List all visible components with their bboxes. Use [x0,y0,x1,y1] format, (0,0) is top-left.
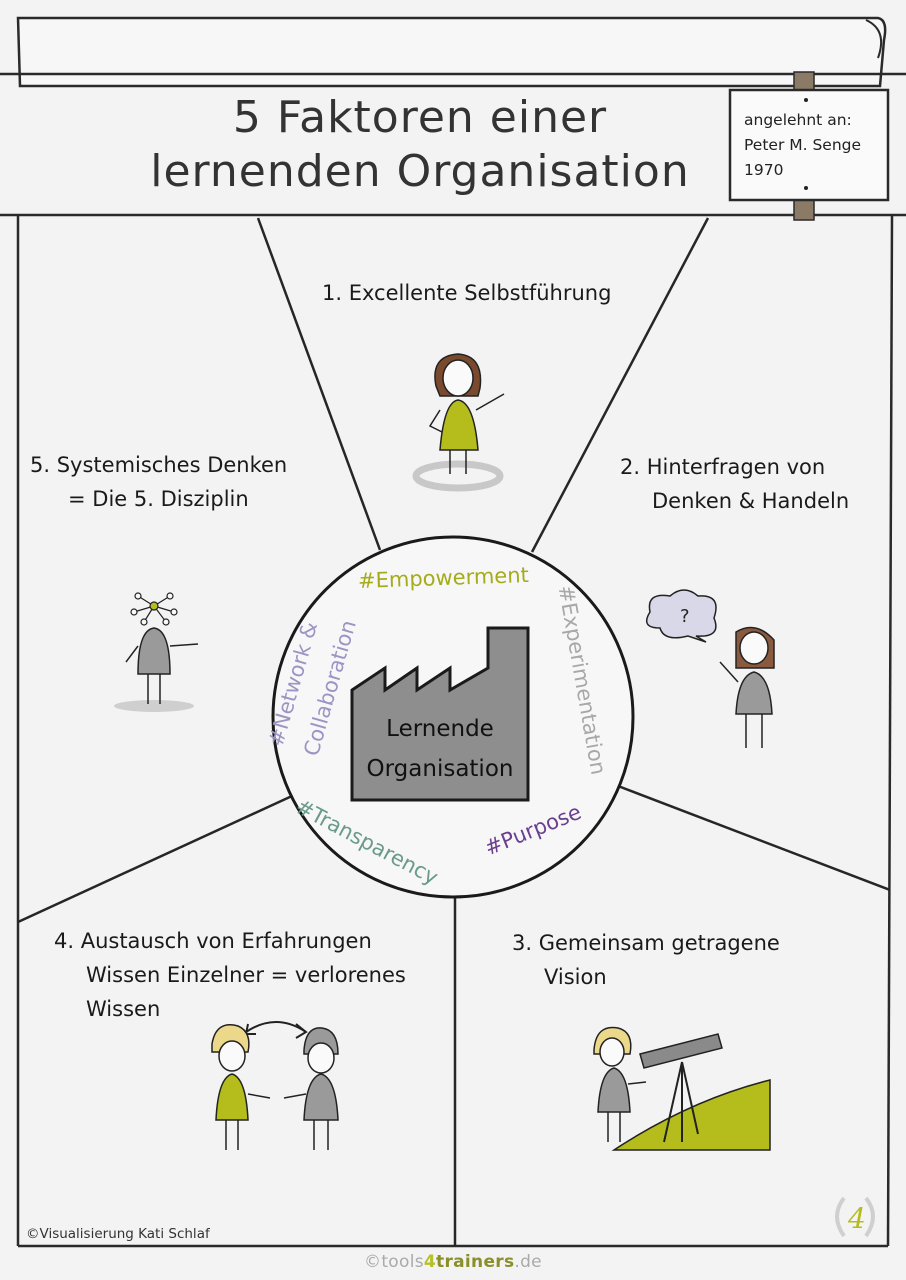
arm [283,1093,307,1099]
section-4-label-line-3: Wissen [86,997,161,1021]
title-line-2: lernenden Organisation [150,146,690,197]
arm [125,645,139,663]
divider-2 [530,217,710,553]
question-mark: ? [680,606,690,627]
dress [439,399,479,451]
factory-icon [350,626,530,802]
divider-1 [256,217,382,551]
tripod-leg [681,1061,699,1135]
factory-label-line-1: Lernende [386,716,494,742]
exchange-arrow-icon [245,1021,307,1033]
tools4trainers-logo: 4 [835,1196,875,1238]
footer-prefix: ©tools [364,1252,424,1272]
section-1-label: 1. Excellente Selbstführung [322,281,612,305]
body [303,1073,339,1121]
footer-num: 4 [423,1252,437,1272]
footer-brand: trainers [436,1252,515,1272]
shadow [114,700,194,712]
body [597,1067,631,1113]
arm [719,661,739,683]
section-5-label-line-2: = Die 5. Disziplin [68,487,249,511]
sign-nail [804,98,808,102]
sign-line-2: Peter M. Senge [744,136,862,154]
section-4-label-line-2: Wissen Einzelner = verlorenes [86,963,406,987]
footer-suffix: .de [514,1252,542,1272]
tripod-leg [663,1061,683,1143]
body [215,1073,249,1121]
sign-line-1: angelehnt an: [744,111,852,129]
arm [169,643,199,647]
factory-label-line-2: Organisation [366,756,514,782]
frame-right [886,214,894,1247]
network-icon [130,592,178,626]
figure-self-leadership [412,353,505,492]
section-4-label-line-1: 4. Austausch von Erfahrungen [54,929,372,953]
sign-nail [804,186,808,190]
section-5-label-line-1: 5. Systemisches Denken [30,453,288,477]
divider-5 [17,794,293,924]
face [442,359,474,397]
figure-questioning: ? [645,589,775,748]
divider-3 [617,784,891,892]
figure-systems [114,592,199,712]
logo-bracket-right [864,1196,875,1238]
arm [247,1093,271,1099]
face [218,1040,246,1072]
face [599,1037,625,1067]
body [137,627,171,675]
dress [735,671,773,715]
arm [428,409,443,433]
telescope-icon [639,1033,723,1069]
thought-bubble-icon [645,589,717,643]
credit-text: ©Visualisierung Kati Schlaf [26,1226,210,1242]
signpost-board [728,88,890,202]
figure-vision [593,1026,771,1151]
logo-digit: 4 [847,1202,866,1235]
ground-circle [412,460,504,492]
section-2-label-line-1: 2. Hinterfragen von [620,455,826,479]
arm [627,1081,647,1085]
hill [611,1079,771,1151]
title-banner [16,16,887,88]
arm [475,393,505,411]
section-3-label-line-1: 3. Gemeinsam getragene [512,931,780,955]
arrow-head [295,1023,308,1039]
section-3-label-line-2: Vision [544,965,607,989]
title-line-1: 5 Faktoren einer [232,92,608,143]
banner-curl [865,19,882,59]
footer-link[interactable]: ©tools4trainers.de [0,1252,906,1272]
logo-bracket-left [835,1196,846,1238]
figure-exchange [211,1021,339,1150]
face [739,631,769,665]
sign-line-3: 1970 [744,161,784,179]
section-2-label-line-2: Denken & Handeln [652,489,850,513]
face [307,1042,335,1074]
